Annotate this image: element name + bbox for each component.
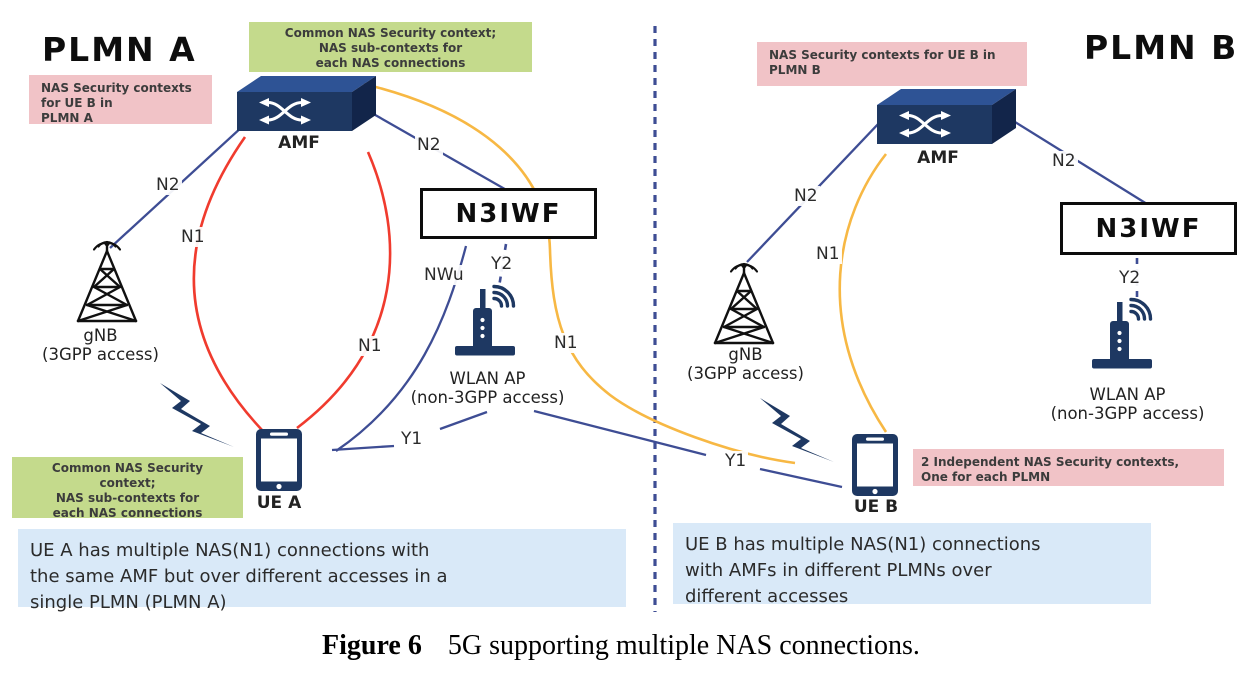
plmn-b-pink-note: NAS Security contexts for UE B in PLMN B — [757, 42, 1027, 86]
n1-ue-b-to-amf-b-yellow-curve — [838, 153, 888, 433]
wlan-ap-b-icon — [1090, 297, 1154, 371]
plmn-a-pink-note: NAS Security contexts for UE B in PLMN A — [29, 75, 212, 125]
lightning-b-icon — [760, 398, 834, 462]
lightning-a-icon — [160, 383, 234, 447]
nwu-label: NWu — [422, 265, 466, 285]
plmn-a-green-note-bottom: Common NAS Security context; NAS sub-con… — [12, 457, 243, 520]
gnb-a-label: gNB (3GPP access) — [42, 326, 159, 364]
n3iwf-a-box: N3IWF — [420, 188, 597, 239]
gnb-b-label: gNB (3GPP access) — [687, 345, 804, 383]
gnb-b-icon — [713, 261, 775, 345]
n2-a-gnb-label: N2 — [154, 175, 182, 195]
n1-a-non3gpp-label: N1 — [356, 336, 384, 356]
figure-caption-label: Figure 6 — [322, 630, 422, 661]
amf-b-label: AMF — [917, 148, 959, 168]
plmn-b-pink-note-ue: 2 Independent NAS Security contexts, One… — [913, 449, 1224, 486]
n1-ue-b-to-amf-a-yellow-curve — [363, 82, 796, 465]
ue-b-label: UE B — [853, 497, 899, 517]
figure-caption: Figure 6 5G supporting multiple NAS conne… — [0, 630, 1242, 662]
n3iwf-b-box: N3IWF — [1060, 202, 1237, 255]
y1-wlan-a-to-ue-b-line — [533, 409, 843, 489]
y1-b-label: Y1 — [723, 451, 749, 471]
y2-a-line — [497, 243, 508, 288]
gnb-a-icon — [76, 239, 138, 323]
plmn-a-n1-red-curves — [192, 136, 392, 431]
wlan-ap-b-label: WLAN AP (non-3GPP access) — [1050, 385, 1205, 423]
figure-caption-text: 5G supporting multiple NAS connections. — [447, 630, 920, 661]
n1-ue-b-plmn-a-label: N1 — [552, 333, 580, 353]
y1-a-line — [331, 410, 488, 452]
n2-b-gnb-label: N2 — [792, 186, 820, 206]
n2-b-n3iwf-label: N2 — [1050, 151, 1078, 171]
amf-b-icon — [875, 87, 1018, 146]
y2-b-label: Y2 — [1117, 268, 1143, 288]
amf-a-label: AMF — [278, 133, 320, 153]
plmn-a-title: PLMN A — [42, 30, 197, 69]
amf-a-icon — [235, 74, 378, 133]
plmn-b-summary-box: UE B has multiple NAS(N1) connections wi… — [673, 523, 1151, 607]
ue-b-icon — [852, 434, 898, 496]
plmn-a-summary-box: UE A has multiple NAS(N1) connections wi… — [18, 529, 626, 613]
ue-a-label: UE A — [256, 493, 302, 513]
ue-a-icon — [256, 429, 302, 491]
plmn-b-title: PLMN B — [1084, 28, 1239, 67]
plmn-a-green-note-top: Common NAS Security context; NAS sub-con… — [249, 22, 532, 72]
n1-b-label: N1 — [814, 244, 842, 264]
y1-a-label: Y1 — [399, 429, 425, 449]
y2-a-label: Y2 — [489, 254, 515, 274]
n2-a-n3iwf-label: N2 — [415, 135, 443, 155]
wlan-ap-a-label: WLAN AP (non-3GPP access) — [410, 369, 565, 407]
n1-a-3gpp-label: N1 — [179, 227, 207, 247]
wlan-ap-a-icon — [453, 284, 517, 358]
